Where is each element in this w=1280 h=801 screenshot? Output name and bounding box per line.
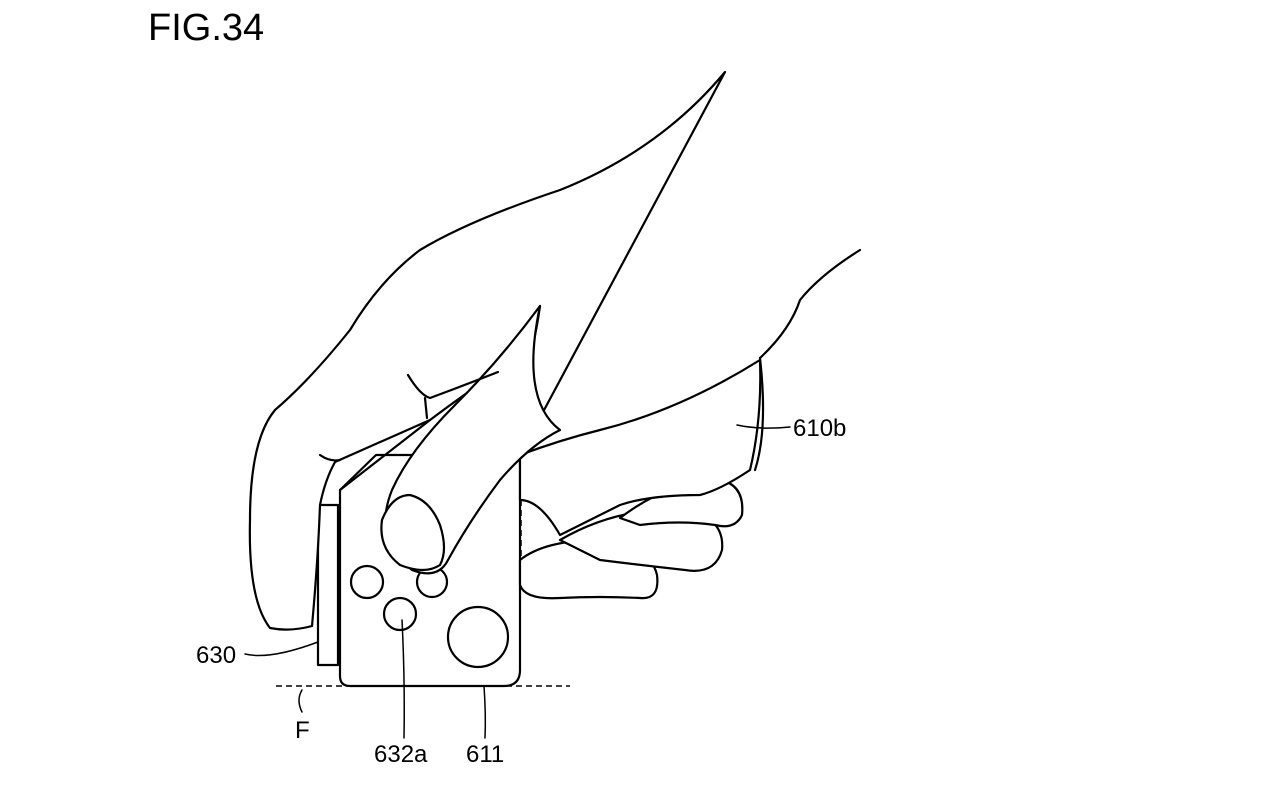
button-large	[446, 605, 510, 669]
figure-title: FIG.34	[148, 7, 264, 49]
button-left	[349, 564, 385, 600]
hand	[248, 70, 862, 631]
label-610b: 610b	[793, 415, 846, 442]
button-group	[349, 564, 510, 669]
label-611: 611	[466, 741, 504, 768]
label-F: F	[295, 717, 310, 744]
label-632a: 632a	[374, 741, 428, 768]
leader-lines	[244, 424, 791, 739]
label-630: 630	[196, 642, 236, 669]
button-632a	[382, 596, 418, 632]
